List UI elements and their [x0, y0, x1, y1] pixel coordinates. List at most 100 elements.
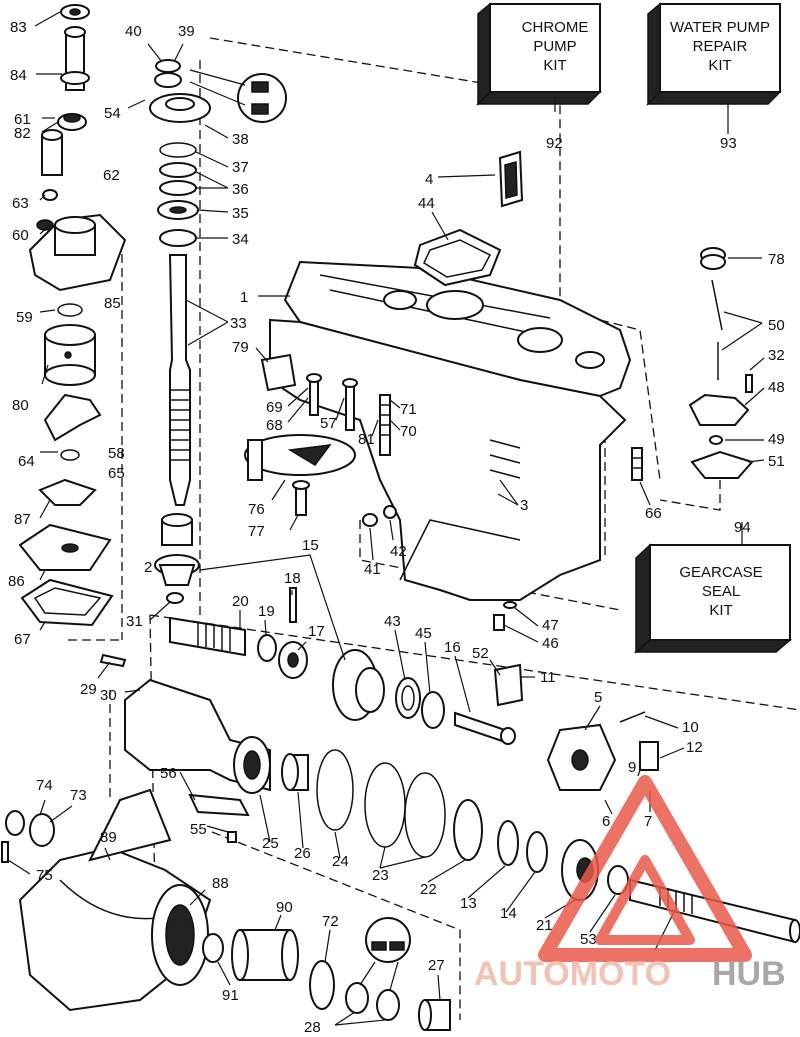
callout-label: 48	[768, 379, 785, 396]
assembly-boundaries	[68, 37, 800, 1020]
part-80-impeller	[44, 324, 96, 386]
callout-label: 11	[540, 669, 556, 686]
part-33-driveshaft	[168, 254, 191, 506]
callout-label: 18	[284, 570, 301, 587]
callout-label: 87	[14, 511, 31, 528]
callout-label: 33	[230, 315, 247, 332]
leader-lines	[7, 11, 765, 1026]
kit-box-chrome	[476, 2, 602, 106]
callout-label: 19	[258, 603, 275, 620]
kit-water-line2: REPAIR	[693, 38, 748, 55]
callout-label: 81	[358, 431, 375, 448]
callout-label: 29	[80, 681, 97, 698]
watermark-text-hub: HUB	[712, 955, 786, 993]
part-84-tube	[60, 26, 90, 91]
callout-label: 34	[232, 231, 249, 248]
callout-label: 82	[14, 125, 31, 142]
callout-label: 72	[322, 913, 339, 930]
callout-label: 61	[14, 111, 31, 128]
part-43-45-bearings	[395, 677, 445, 729]
part-12-detent	[639, 741, 659, 771]
part-68-69-bolt	[306, 373, 322, 416]
part-22-plate	[453, 799, 483, 861]
gear-housing	[269, 260, 632, 601]
part-36-washers	[159, 162, 197, 196]
callout-label: 77	[248, 523, 265, 540]
callout-label: 32	[768, 347, 785, 364]
part-78-grommet	[700, 247, 726, 270]
callout-label: 67	[14, 631, 31, 648]
part-13-14-washers	[497, 820, 548, 873]
part-30-bearing-housing	[124, 678, 271, 794]
callout-label: 80	[12, 397, 29, 414]
part-51-gasket	[690, 450, 754, 479]
callout-label: 46	[542, 635, 559, 652]
part-74-73-75-nut	[1, 810, 55, 863]
part-82-grommet	[57, 113, 87, 131]
callout-label: 5	[594, 689, 602, 706]
callout-label: 16	[444, 639, 461, 656]
callout-label: 85	[104, 295, 121, 312]
part-83-cap	[60, 4, 90, 20]
callout-label: 54	[104, 105, 121, 122]
callout-label: 20	[232, 593, 249, 610]
callout-label: 31	[126, 613, 143, 630]
part-85-oring	[57, 303, 83, 317]
callout-label: 3	[520, 497, 528, 514]
part-58-ring	[60, 449, 80, 461]
part-76-plate	[244, 434, 356, 481]
callout-label: 74	[36, 777, 53, 794]
callout-label: 71	[400, 401, 417, 418]
part-26-bearing	[281, 753, 309, 791]
part-50-tubes	[711, 279, 723, 380]
part-48-cover	[688, 393, 750, 426]
callout-label: 68	[266, 417, 283, 434]
callout-label: 6	[602, 813, 610, 830]
part-52-11-shift	[493, 663, 524, 707]
callout-label: 12	[686, 739, 703, 756]
callout-label: 2	[144, 559, 152, 576]
part-34-roller	[159, 229, 197, 247]
callout-label: 59	[16, 309, 33, 326]
callout-label: 21	[536, 917, 553, 934]
part-63-insert	[41, 129, 63, 201]
callout-label: 53	[580, 931, 597, 948]
callout-label: 22	[420, 881, 437, 898]
part-57-81-bolts	[342, 378, 391, 456]
part-86-plate	[18, 523, 112, 571]
callout-label: 1	[240, 289, 248, 306]
kit-chrome-line2: PUMP	[533, 38, 576, 55]
part-19-ring	[257, 634, 277, 662]
part-5-cradle	[546, 723, 617, 791]
callout-label: 58	[108, 445, 125, 462]
callout-label: 41	[364, 561, 381, 578]
part-91-washer	[202, 933, 224, 963]
callout-label: 47	[542, 617, 559, 634]
callout-label: 57	[320, 415, 337, 432]
kit-chrome-number: 92	[546, 135, 563, 152]
callout-label: 63	[12, 195, 29, 212]
kit-gearcase-line1: GEARCASE	[679, 564, 762, 581]
callout-label: 64	[18, 453, 35, 470]
callout-label: 51	[768, 453, 785, 470]
part-10-pin	[619, 711, 646, 723]
callout-label: 60	[12, 227, 29, 244]
part-67-gasket	[20, 578, 114, 627]
callout-label: 10	[682, 719, 699, 736]
part-90-bushing	[231, 929, 299, 981]
callout-label: 76	[248, 501, 265, 518]
callout-label: 78	[768, 251, 785, 268]
callout-label: 37	[232, 159, 249, 176]
callout-label: 25	[262, 835, 279, 852]
callout-label: 65	[108, 465, 125, 482]
kit-gearcase-line2: SEAL	[702, 583, 740, 600]
callout-label: 15	[302, 537, 319, 554]
part-53-bearing	[607, 865, 629, 895]
kit-water-number: 93	[720, 135, 737, 152]
callout-label: 88	[212, 875, 229, 892]
callout-label: 50	[768, 317, 785, 334]
callout-label: 75	[36, 867, 53, 884]
part-37-oring	[159, 142, 197, 158]
